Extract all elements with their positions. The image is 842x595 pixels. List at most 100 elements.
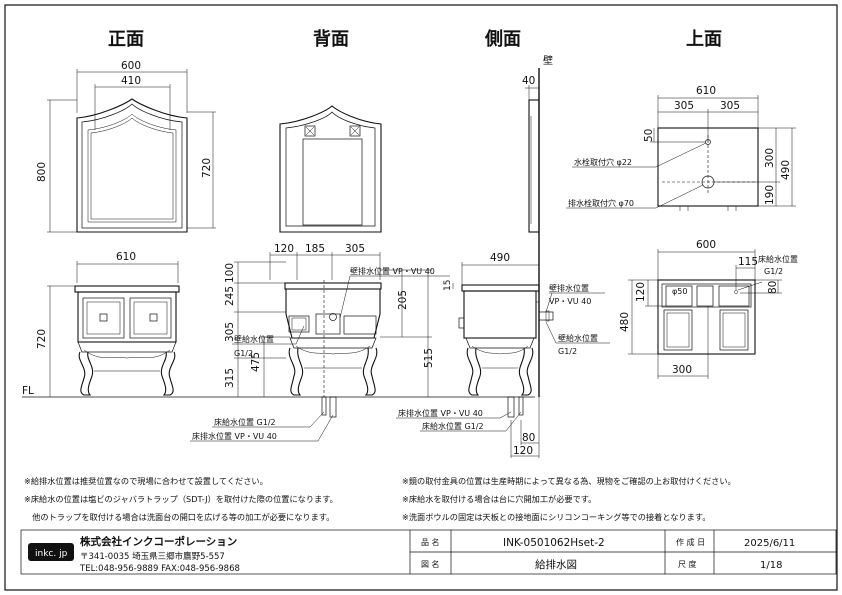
company-logo: [28, 543, 74, 561]
sheet-border: [4, 4, 838, 591]
dim-top-190: 190: [764, 185, 776, 205]
side-mirror: [528, 99, 540, 233]
dim-top-120: 120: [635, 282, 647, 302]
dim-mirror-inner-width: 410: [121, 75, 141, 87]
drawing-label: 図 名: [421, 559, 440, 569]
dim-top-300: 300: [764, 148, 776, 168]
dim-top-610: 610: [696, 85, 716, 97]
dim-cabinet-width: 610: [116, 251, 136, 263]
label-top-floor-supply-size: G1/2: [764, 267, 783, 276]
dim-back-475: 475: [250, 352, 262, 372]
label-phi50: φ50: [672, 287, 687, 296]
dim-back-305v: 305: [224, 322, 236, 342]
view-title-back: 背面: [313, 28, 349, 50]
front-door-right: [129, 297, 172, 339]
product-label: 品 名: [421, 537, 440, 547]
side-leg-right: [518, 347, 534, 396]
label-faucet-hole: 水栓取付穴 φ22: [574, 157, 632, 167]
note-left-1: ※給排水位置は推奨位置なので現場に合わせて設置してください。: [24, 476, 268, 486]
label-side-wall-supply: 壁給水位置: [558, 333, 598, 343]
drawing-name: 給排水図: [535, 558, 577, 571]
label-back-floor-supply: 床給水位置 G1/2: [214, 417, 276, 427]
top-view-cabinet: 600 115 床給水位置 G1/2 φ50 120 80 480: [619, 239, 798, 379]
company-address: 〒341-0035 埼玉県三郷市鷹野5-557: [80, 551, 225, 562]
dim-side-490: 490: [490, 252, 510, 264]
back-mirror-outer: [279, 105, 382, 233]
product-name: INK-0501062Hset-2: [503, 537, 605, 549]
company-logo-text: inkc. jp: [35, 549, 68, 559]
label-back-floor-drain: 床排水位置 VP・VU 40: [192, 431, 277, 441]
back-leg-left: [288, 347, 304, 396]
dim-top-305b: 305: [720, 100, 740, 112]
label-side-floor-drain: 床排水位置 VP・VU 40: [398, 408, 483, 418]
label-back-wall-supply-size: G1/2: [234, 349, 253, 358]
dim-back-315: 315: [224, 368, 236, 388]
front-leg-left: [78, 351, 94, 396]
label-side-wall-drain: 壁排水位置: [549, 283, 589, 293]
label-side-wall-supply-size: G1/2: [558, 347, 577, 356]
dim-side-80: 80: [522, 432, 535, 444]
side-leg-left: [466, 347, 482, 396]
dim-back-515: 515: [423, 348, 435, 368]
date-label: 作 成 日: [676, 537, 705, 547]
back-countertop: [284, 282, 382, 290]
back-view: 120 185 305 100 245 305 315 475: [190, 105, 450, 442]
front-apron: [83, 349, 171, 359]
label-back-wall-drain: 壁排水位置 VP・VU 40: [350, 266, 435, 276]
dim-back-120: 120: [274, 243, 294, 255]
scale-label: 尺 度: [678, 559, 697, 569]
note-left-2: ※床給水の位置は塩ビのジャバラトラップ（SDT-J）を取付けた際の位置になります…: [24, 494, 338, 504]
floor-label: FL: [22, 385, 34, 397]
company-contact: TEL:048-956-9889 FAX:048-956-9868: [79, 564, 240, 574]
side-floor-drain-pipe: [507, 396, 515, 418]
dim-top-80: 80: [767, 281, 779, 294]
dim-top-600: 600: [696, 239, 716, 251]
dim-cabinet-height: 720: [36, 329, 48, 349]
label-drain-hole: 排水栓取付穴 φ70: [568, 198, 634, 208]
back-mirror-panel: [302, 138, 363, 226]
top-cabinet-outline: [657, 279, 756, 355]
dim-mirror-inner-height: 720: [201, 158, 213, 178]
dim-side-40: 40: [522, 75, 535, 87]
dim-mirror-width: 600: [121, 60, 141, 72]
label-top-floor-supply: 床給水位置: [758, 254, 798, 264]
top-faucet-hole: [705, 139, 711, 145]
dim-back-205: 205: [397, 290, 409, 310]
back-opening-right: [343, 315, 377, 335]
dim-top-305a: 305: [674, 100, 694, 112]
view-title-front: 正面: [108, 29, 144, 50]
side-countertop: [461, 284, 540, 292]
top-supply-cutout: [718, 285, 750, 307]
date-value: 2025/6/11: [744, 538, 795, 549]
note-right-3: ※洗面ボウルの固定は天板との接地面にシリコンコーキング等での接着となります。: [402, 512, 710, 522]
dim-side-15: 15: [443, 280, 453, 291]
front-door-left: [82, 297, 125, 339]
dim-side-120: 120: [513, 445, 533, 457]
side-cabinet-body: [463, 290, 537, 339]
dim-top-490: 490: [780, 160, 792, 180]
back-leg-right: [362, 347, 378, 396]
label-side-floor-supply: 床給水位置 G1/2: [422, 421, 484, 431]
top-counter-outline: [657, 127, 759, 207]
label-side-wall: 壁: [543, 54, 553, 67]
note-left-3: 他のトラップを取付ける場合は洗面台の開口を広げる等の加工が必要になります。: [24, 512, 334, 522]
back-opening-left: [288, 315, 310, 333]
view-title-side: 側面: [484, 28, 521, 50]
side-floor-supply-pipe: [518, 396, 524, 416]
dim-back-185: 185: [305, 243, 325, 255]
dim-back-245: 245: [224, 286, 236, 306]
note-right-2: ※床給水を取付ける場合は台に穴開加工が必要です。: [402, 494, 596, 504]
dim-top-50: 50: [643, 129, 655, 142]
front-view: 600 410 800 720 610 720: [36, 60, 216, 397]
back-opening-center: [315, 313, 341, 335]
mirror-bracket-right: [349, 125, 361, 137]
notes: ※給排水位置は推奨位置なので現場に合わせて設置してください。 ※床給水の位置は塩…: [24, 476, 736, 522]
front-cabinet-body: [77, 291, 177, 343]
front-leg-right: [160, 351, 176, 396]
label-side-wall-drain-size: VP・VU 40: [549, 297, 591, 306]
back-drain-hole: [329, 313, 337, 321]
dim-top-300b: 300: [672, 364, 692, 376]
back-floor-drain-pipe: [329, 396, 337, 418]
front-countertop: [74, 285, 180, 293]
